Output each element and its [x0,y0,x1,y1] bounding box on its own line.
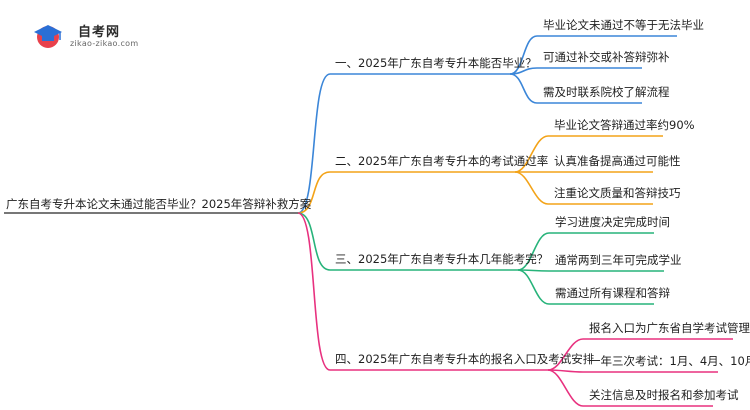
leaf-label: 通常两到三年可完成学业 [555,253,682,267]
leaf-connector [547,369,584,407]
branch-label: 三、2025年广东自考专升本几年能考完？ [335,252,549,266]
leaf-label: 一年三次考试：1月、4月、10月 [589,354,750,368]
branch-connector [297,212,331,271]
leaf-connector [509,35,538,75]
leaf-label: 毕业论文未通过不等于无法毕业 [543,18,704,32]
branch-label: 四、2025年广东自考专升本的报名入口及考试安排 [335,352,595,366]
site-logo: 自考网 zikao-zikao.com [30,20,140,56]
branch-connector [297,212,331,371]
leaf-label: 认真准备提高通过可能性 [554,154,681,168]
leaf-connector [517,232,550,271]
leaf-label: 需及时联系院校了解流程 [543,85,670,99]
leaf-label: 报名入口为广东省自学考试管理系统 [589,321,750,335]
leaf-connector [517,269,550,305]
logo-name: 自考网 [78,25,121,40]
leaf-label: 需通过所有课程和答辩 [555,286,670,300]
root-topic: 广东自考专升本论文未通过能否毕业？2025年答辩补救方案 [6,197,312,211]
branch-label: 一、2025年广东自考专升本能否毕业？ [335,56,537,70]
leaf-label: 可通过补交或补答辩弥补 [543,50,670,64]
branch-connector [297,73,331,214]
leaf-label: 毕业论文答辩通过率约90% [554,118,695,132]
branch-connector [297,171,331,214]
leaf-connector [509,73,538,104]
graduation-cap-icon [34,25,62,48]
leaf-connector [514,135,549,173]
leaf-label: 注重论文质量和答辩技巧 [554,186,681,200]
leaf-label: 关注信息及时报名和参加考试 [589,388,739,402]
leaf-connector [547,338,584,371]
branch-label: 二、2025年广东自考专升本的考试通过率 [335,154,549,168]
leaf-connector [514,171,549,205]
leaf-label: 学习进度决定完成时间 [555,215,670,229]
logo-url: zikao-zikao.com [70,39,139,48]
